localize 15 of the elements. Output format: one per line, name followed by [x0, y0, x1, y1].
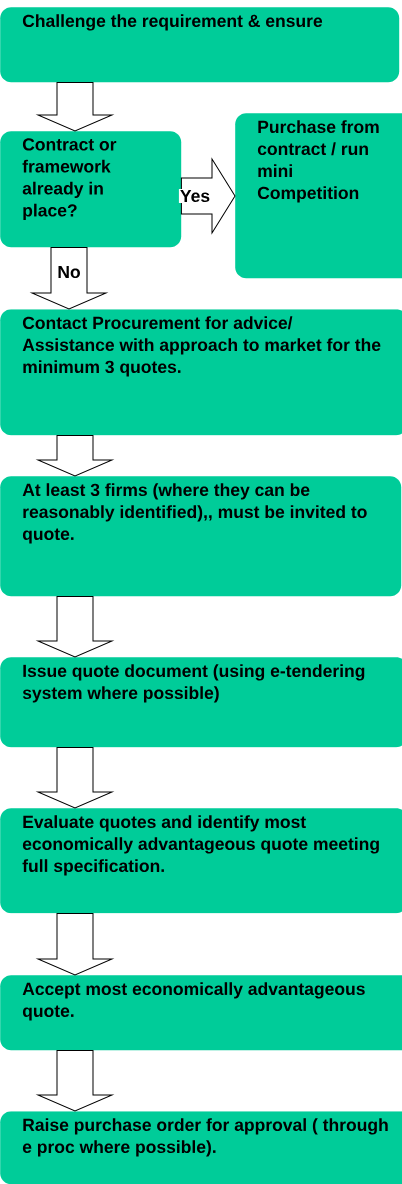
block-arrow — [37, 746, 113, 809]
process-box: Raise purchase order for approval ( through e proc where possible). — [0, 1111, 402, 1184]
process-box: Evaluate quotes and identify most economically advantageous quote meeting full specification. — [0, 808, 402, 914]
block-arrow — [37, 595, 113, 658]
block-arrow — [37, 912, 113, 976]
process-box: At least 3 firms (where they can be reasonably identified),, must be invited to quote. — [0, 476, 402, 597]
block-arrow — [37, 1049, 113, 1112]
block-arrow — [31, 246, 107, 310]
process-box: Contact Procurement for advice/ Assistance with approach to market for the minimum 3 quotes. — [0, 309, 402, 436]
block-arrow — [37, 81, 113, 132]
process-box: Accept most economically advantageous quote. — [0, 975, 402, 1051]
process-box: Purchase from contract / run mini Competition — [235, 113, 402, 279]
block-arrow — [37, 434, 113, 477]
process-box: Issue quote document (using e-tendering system where possible) — [0, 657, 402, 748]
process-box: Challenge the requirement & ensure — [0, 7, 400, 83]
